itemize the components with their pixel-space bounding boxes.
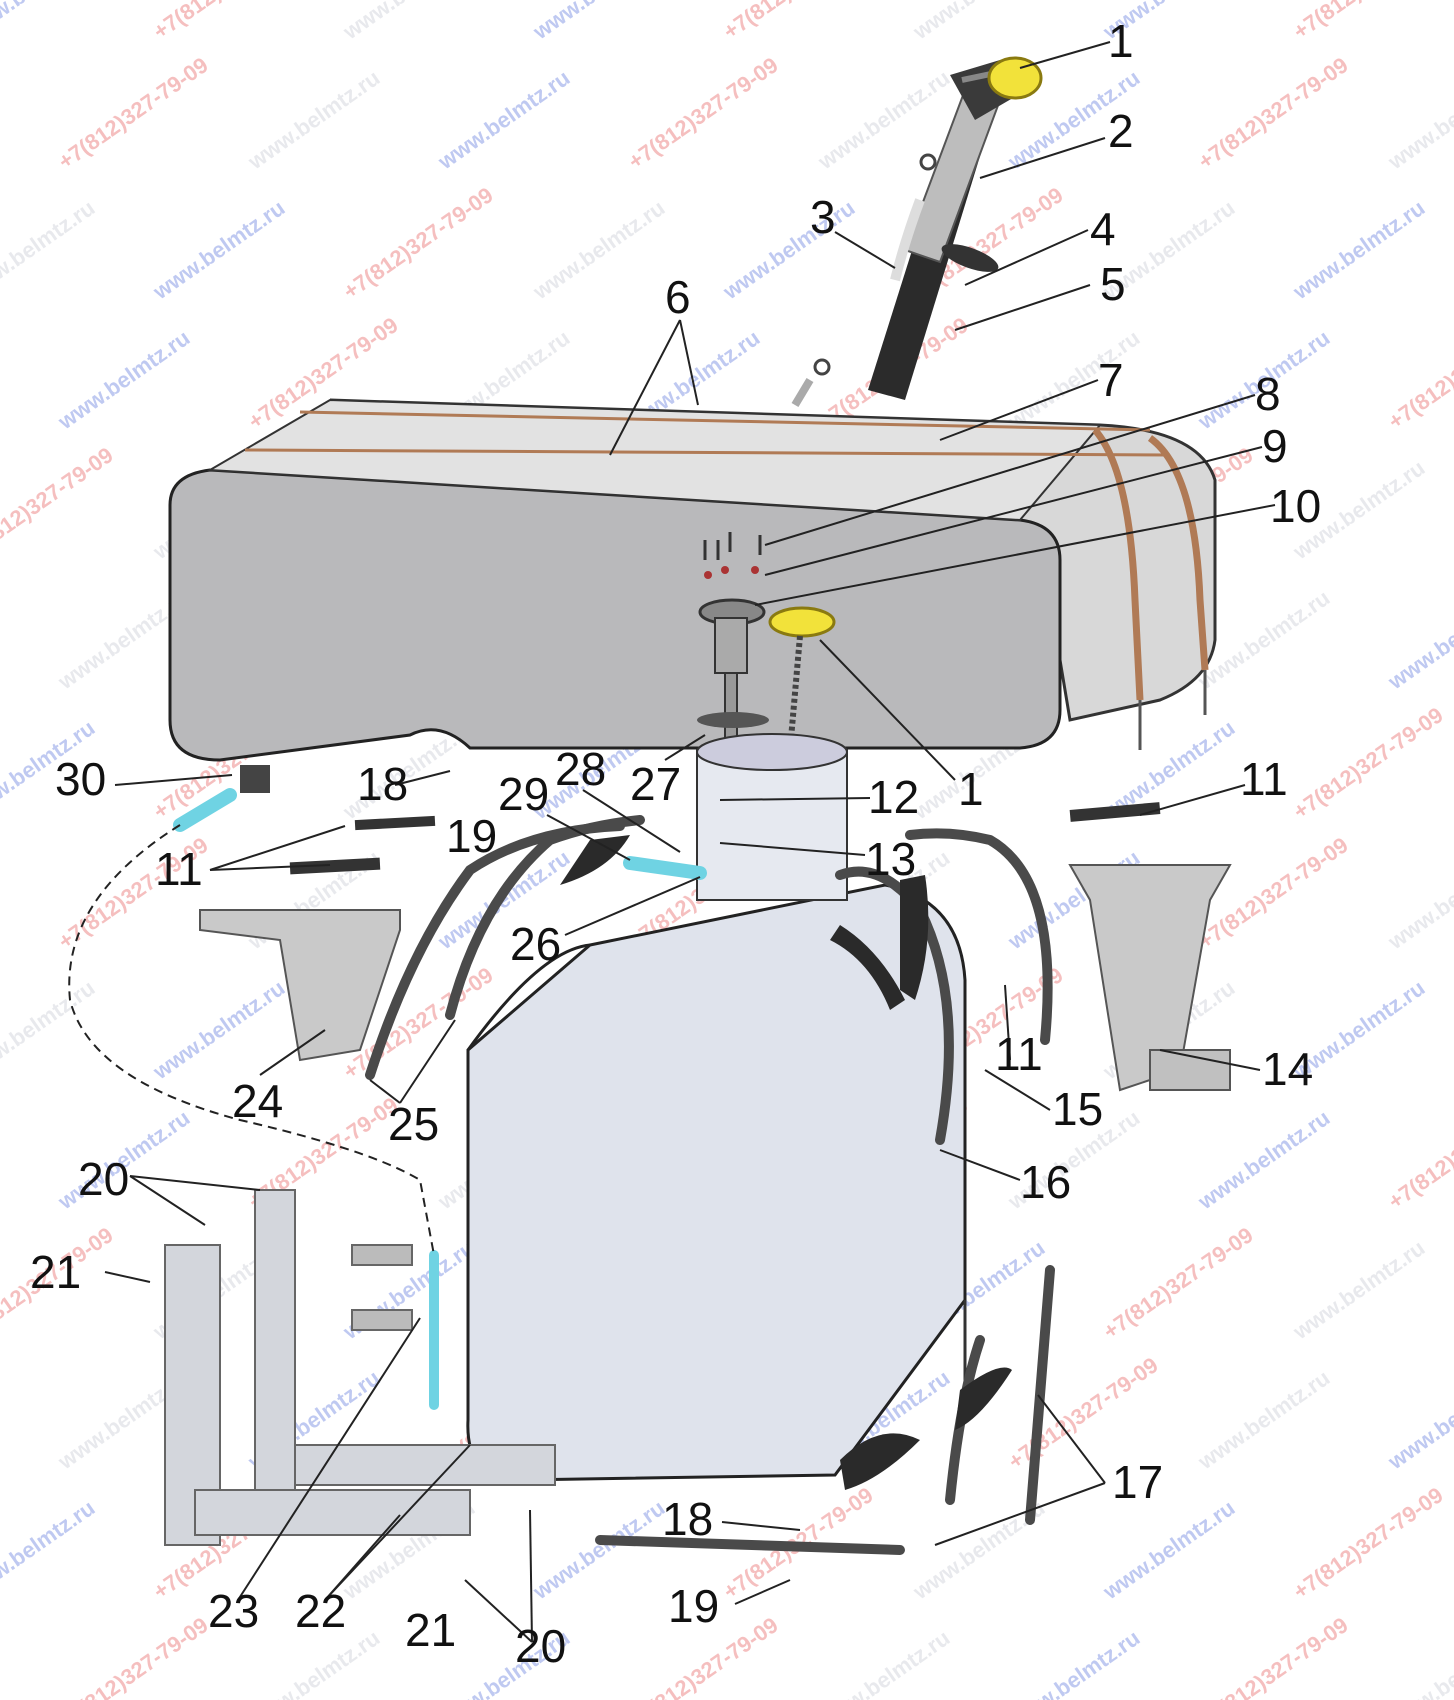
callout-6: 6	[665, 271, 691, 323]
watermark-text: +7(812)327-79-09	[149, 0, 308, 44]
callout-8: 8	[1255, 368, 1281, 420]
watermark-text: www.belmtz.ru	[1098, 1495, 1240, 1605]
filler-cap-icon	[987, 56, 1043, 100]
callout-14: 14	[1262, 1043, 1313, 1095]
callout-labels: 1 2 3 4 5 6 7 8 9 10 1 11 11 12 13 14 15…	[30, 15, 1321, 1672]
callout-29: 29	[498, 768, 549, 820]
leader-lines	[104, 41, 1276, 1643]
main-tank	[168, 398, 1217, 762]
callout-19-bottom: 19	[668, 1580, 719, 1632]
watermark-text: www.belmtz.ru	[53, 325, 195, 435]
callout-10: 10	[1270, 480, 1321, 532]
watermark-text: +7(812)327-79-09	[54, 52, 213, 174]
tank-cap-icon	[768, 606, 836, 751]
watermark-text: www.belmtz.ru	[0, 975, 99, 1085]
watermark-text: www.belmtz.ru	[1288, 1235, 1430, 1345]
callout-25: 25	[388, 1098, 439, 1150]
watermark-text: www.belmtz.ru	[908, 0, 1050, 45]
callout-15: 15	[1052, 1083, 1103, 1135]
watermark-text: www.belmtz.ru	[243, 65, 385, 175]
watermark-text: +7(812)327-79-09	[0, 442, 118, 564]
callout-18-bottom: 18	[662, 1493, 713, 1545]
callout-19-top: 19	[446, 810, 497, 862]
watermark-text: www.belmtz.ru	[1003, 1625, 1145, 1700]
watermark-text: www.belmtz.ru	[528, 1495, 670, 1605]
watermark-text: +7(812)327-79-09	[1099, 1222, 1258, 1344]
callout-18-top: 18	[357, 758, 408, 810]
callout-3: 3	[810, 191, 836, 243]
watermark-text: +7(812)327-79-09	[54, 1612, 213, 1700]
callout-23: 23	[208, 1585, 259, 1637]
callout-11-left: 11	[155, 843, 203, 895]
frame-bracket	[164, 1189, 556, 1546]
watermark-text: www.belmtz.ru	[813, 1625, 955, 1700]
bolts-group	[703, 532, 762, 579]
watermark-text: www.belmtz.ru	[1383, 585, 1454, 695]
watermark-text: www.belmtz.ru	[433, 65, 575, 175]
callout-28: 28	[555, 743, 606, 795]
watermark-text: www.belmtz.ru	[1193, 1365, 1335, 1475]
small-tank	[466, 733, 967, 1482]
watermark-text: +7(812)327-79-09	[1289, 0, 1448, 44]
watermark-text: www.belmtz.ru	[1383, 1625, 1454, 1700]
callout-27: 27	[630, 758, 681, 810]
callout-20-bottom: 20	[515, 1620, 566, 1672]
watermark-text: www.belmtz.ru	[528, 195, 670, 305]
callout-11-right: 11	[1240, 753, 1288, 805]
watermark-text: www.belmtz.ru	[1383, 845, 1454, 955]
brackets	[199, 864, 1232, 1092]
callout-26: 26	[510, 918, 561, 970]
callout-21-bottom: 21	[405, 1604, 456, 1656]
callout-20-top: 20	[78, 1153, 129, 1205]
watermark-text: +7(812)327-79-09	[1384, 1092, 1454, 1214]
watermark-text: +7(812)327-79-09	[1289, 702, 1448, 824]
filler-neck	[791, 60, 1018, 408]
watermark-text: www.belmtz.ru	[148, 195, 290, 305]
callout-21-left: 21	[30, 1246, 81, 1298]
watermark-text: www.belmtz.ru	[0, 1495, 99, 1605]
callout-5: 5	[1100, 258, 1126, 310]
callout-2: 2	[1108, 105, 1134, 157]
watermark-text: www.belmtz.ru	[528, 0, 670, 45]
watermark-text: www.belmtz.ru	[718, 195, 860, 305]
watermark-text: +7(812)327-79-09	[1194, 52, 1353, 174]
watermark-text: +7(812)327-79-09	[1194, 1612, 1353, 1700]
pads-11	[289, 802, 1161, 875]
callout-16: 16	[1020, 1156, 1071, 1208]
callout-9: 9	[1262, 420, 1288, 472]
callout-30: 30	[55, 753, 106, 805]
watermark-text: +7(812)327-79-09	[339, 182, 498, 304]
watermark-text: www.belmtz.ru	[0, 0, 99, 45]
dashed-hose-line	[68, 824, 435, 1256]
watermark-text: www.belmtz.ru	[0, 195, 99, 305]
watermark-text: +7(812)327-79-09	[624, 52, 783, 174]
callout-4: 4	[1090, 203, 1116, 255]
hose-icon	[173, 765, 707, 1410]
watermark-text: www.belmtz.ru	[1383, 1365, 1454, 1475]
callout-24: 24	[232, 1075, 283, 1127]
rubber-pads	[560, 835, 1012, 1490]
callout-7: 7	[1098, 354, 1124, 406]
watermark-text: www.belmtz.ru	[1193, 1105, 1335, 1215]
watermark-text: +7(812)327-79-09	[719, 0, 878, 44]
callout-1-cap: 1	[958, 763, 984, 815]
watermark-text: www.belmtz.ru	[338, 0, 480, 45]
callout-13: 13	[865, 833, 916, 885]
callout-1-top: 1	[1108, 15, 1134, 67]
callout-17: 17	[1112, 1456, 1163, 1508]
callout-22: 22	[295, 1585, 346, 1637]
watermark-text: www.belmtz.ru	[1288, 195, 1430, 305]
callout-12: 12	[868, 771, 919, 823]
watermark-text: +7(812)327-79-09	[1384, 312, 1454, 434]
watermark-text: www.belmtz.ru	[1383, 65, 1454, 175]
callout-11-mid: 11	[995, 1028, 1043, 1080]
watermark-text: +7(812)327-79-09	[1289, 1482, 1448, 1604]
watermark-text: +7(812)327-79-09	[1194, 832, 1353, 954]
